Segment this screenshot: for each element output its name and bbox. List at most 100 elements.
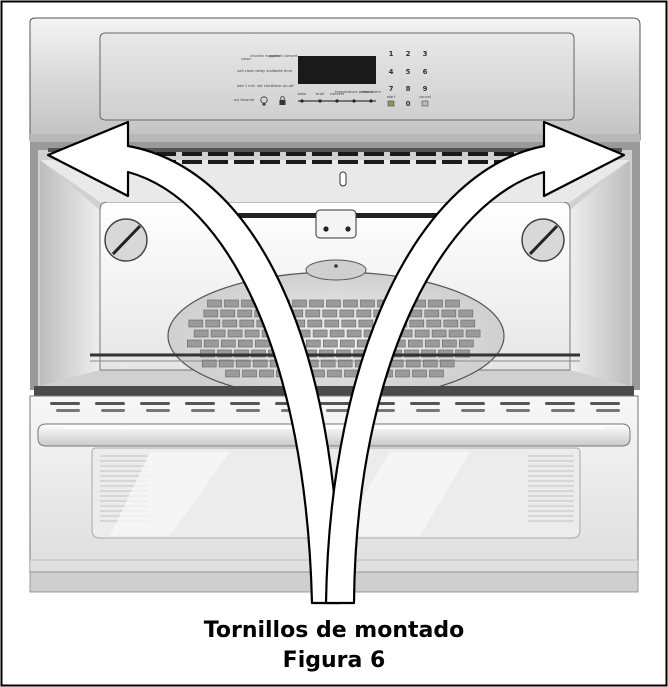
key-add-1-min[interactable]: add 1 min: [237, 84, 255, 88]
door-vent-slot: [320, 402, 350, 405]
oven-rack: [90, 353, 580, 362]
door-vent-slot: [191, 409, 215, 412]
key-broil[interactable]: broil: [316, 92, 324, 96]
grille-slot: [395, 369, 410, 378]
vent-slot: [286, 160, 306, 164]
grille-slot: [305, 339, 321, 348]
key-number[interactable]: 9: [423, 85, 428, 93]
grille-slot: [239, 319, 255, 328]
grille-slot: [235, 359, 251, 368]
grille-slot: [448, 329, 464, 338]
lock-icon[interactable]: [279, 96, 286, 106]
vent-slot: [416, 160, 436, 164]
vent-slot: [390, 160, 410, 164]
key-number[interactable]: 8: [406, 85, 411, 93]
grille-slot: [441, 309, 457, 318]
key-number[interactable]: 7: [389, 85, 394, 93]
grille-slot: [237, 309, 253, 318]
key-convect-convert[interactable]: convect convert: [269, 54, 299, 58]
grille-slot: [405, 359, 421, 368]
grille-slot: [225, 369, 240, 378]
grille-slot: [326, 299, 341, 308]
vent-slot: [312, 160, 332, 164]
grille-slot: [242, 369, 257, 378]
vent-slot: [208, 160, 228, 164]
grille-slot: [424, 339, 440, 348]
vent-slot: [260, 152, 280, 156]
key-number[interactable]: 6: [423, 68, 428, 76]
door-vent-slot: [146, 409, 170, 412]
key-self-clean[interactable]: self clean: [237, 69, 254, 73]
display-screen: [298, 56, 376, 84]
door-vent-slot: [230, 402, 260, 405]
grille-slot: [439, 359, 455, 368]
key-chicken-nuggets[interactable]: chicken nuggets: [250, 54, 280, 58]
temperature-probe: [339, 171, 347, 187]
key-number[interactable]: 5: [406, 68, 411, 76]
key-start[interactable]: start: [387, 95, 396, 99]
grille-slot: [445, 299, 460, 308]
grille-slot: [329, 329, 345, 338]
key-delay-start[interactable]: delay start: [255, 69, 275, 73]
key-number[interactable]: 3: [423, 50, 428, 58]
grille-slot: [187, 339, 202, 348]
grille-slot: [220, 309, 236, 318]
grille-slot: [422, 359, 438, 368]
vent-slot: [494, 152, 514, 156]
key-number[interactable]: 1: [389, 50, 394, 58]
key-set-clock[interactable]: set clock: [257, 84, 274, 88]
grille-slot: [205, 319, 221, 328]
vent-slot: [182, 152, 202, 156]
grille-slot: [188, 319, 204, 328]
grille-slot: [458, 339, 474, 348]
grille-slot: [465, 329, 481, 338]
vent-slot: [468, 152, 488, 156]
key-bake[interactable]: bake: [298, 92, 307, 96]
key-bake-time[interactable]: bake time: [274, 69, 293, 73]
door-vent-slot: [56, 409, 80, 412]
grille-slot: [327, 369, 342, 378]
door-vent-slot: [50, 402, 80, 405]
grille-slot: [412, 369, 427, 378]
grille-slot: [224, 299, 239, 308]
grille-slot: [207, 299, 222, 308]
vent-slot: [416, 152, 436, 156]
arrows-to-mounting-screws: [46, 120, 626, 605]
grille-slot: [292, 299, 307, 308]
grille-slot: [204, 339, 219, 348]
key-number[interactable]: 2: [406, 50, 411, 58]
key-temperature-preheat[interactable]: temperature preheat: [335, 90, 373, 94]
grille-slot: [431, 329, 447, 338]
grille-slot: [201, 359, 217, 368]
grille-slot: [255, 339, 270, 348]
grille-slot: [203, 309, 219, 318]
vent-slot: [442, 152, 462, 156]
grille-slot: [244, 329, 260, 338]
key-my-favorite[interactable]: my favorite: [234, 98, 255, 102]
key-timer-on-off[interactable]: timer on-off: [272, 84, 294, 88]
light-bulb-icon[interactable]: [260, 96, 268, 106]
key-number[interactable]: 4: [389, 68, 394, 76]
grille-slot: [305, 309, 321, 318]
center-bracket: [315, 209, 357, 239]
top-vent-row: [156, 152, 514, 164]
key-cancel[interactable]: cancel: [419, 95, 431, 99]
vent-slot: [390, 152, 410, 156]
door-vent-slot: [140, 402, 170, 405]
door-vent-slot: [506, 409, 530, 412]
grille-slot: [441, 339, 457, 348]
key-convect[interactable]: convect: [330, 92, 345, 96]
grille-slot: [218, 359, 234, 368]
key-pizza[interactable]: pizza: [241, 57, 250, 61]
cancel-indicator: [421, 100, 429, 107]
door-vent-slot: [545, 402, 575, 405]
door-vent-slot: [185, 402, 215, 405]
grille-slot: [221, 339, 236, 348]
door-handle[interactable]: [37, 423, 631, 447]
grille-slot: [443, 319, 459, 328]
vent-slot: [338, 152, 358, 156]
key-keep-warm[interactable]: keep warm: [361, 90, 381, 94]
key-number[interactable]: 0: [406, 100, 411, 108]
grille-slot: [210, 329, 226, 338]
